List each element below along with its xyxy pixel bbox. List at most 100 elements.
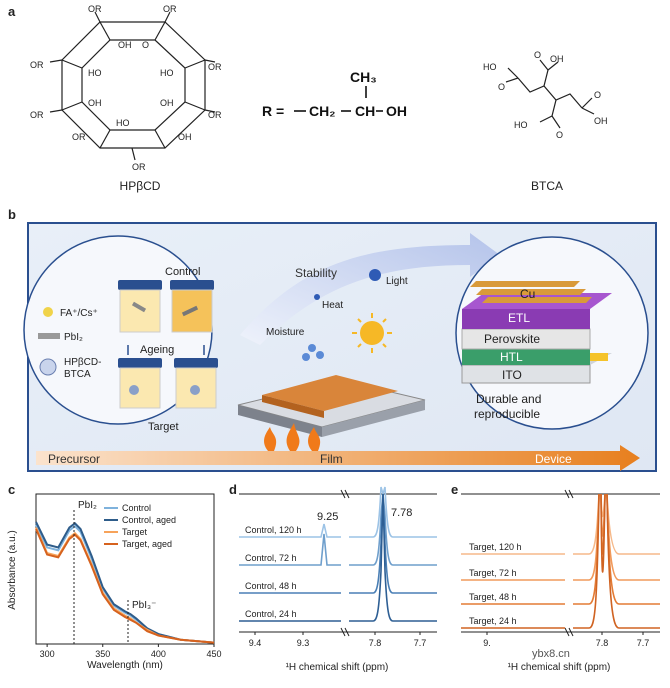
svg-text:OR: OR — [208, 110, 222, 120]
x-tick-label-c: 400 — [151, 649, 166, 659]
svg-text:OR: OR — [72, 132, 86, 142]
x-tick-label-c: 350 — [95, 649, 110, 659]
x-tick-label-e: 7.7 — [637, 638, 650, 648]
svg-text:OH: OH — [550, 54, 564, 64]
label-heat: Heat — [322, 300, 343, 311]
svg-text:O: O — [498, 82, 505, 92]
control-vials — [118, 280, 214, 333]
xlabel-d: ¹H chemical shift (ppm) — [286, 662, 389, 673]
pbi2-legend-swatch — [38, 333, 60, 339]
svg-text:CH₂: CH₂ — [309, 103, 335, 119]
series-label-e: Target, 48 h — [469, 592, 517, 602]
device-stack — [461, 281, 612, 384]
x-tick-label-e: 9. — [483, 638, 491, 648]
axis-break-d — [340, 489, 350, 637]
x-tick-label-c: 450 — [206, 649, 221, 659]
btca-atom-labels: HO O OH O O OH HO O — [483, 50, 608, 140]
x-tick-label-d: 7.7 — [414, 638, 427, 648]
x-ticks-e: 9. 7.8 7.7 — [483, 632, 649, 648]
plot-frame-c — [35, 493, 215, 645]
stability-arrow — [240, 233, 500, 345]
series-label-e: Target, 24 h — [469, 616, 517, 626]
chemical-structures: OR OR OH O OR HO HO OR OR OH OH OR HO O R… — [30, 4, 608, 193]
series-label-d: Control, 72 h — [245, 553, 297, 563]
legend-entry-c: Control, aged — [122, 515, 176, 525]
panel-e-label: e — [451, 482, 459, 497]
legend-ion: FA⁺/Cs⁺ — [60, 308, 98, 319]
series-line-e-right-3 — [573, 493, 660, 629]
label-durable-2: reproducible — [474, 407, 540, 421]
svg-text:CH₃: CH₃ — [350, 69, 377, 85]
panel-d-label: d — [229, 482, 237, 497]
xlabel-e: ¹H chemical shift (ppm) — [508, 662, 611, 673]
layer-cu: Cu — [520, 287, 535, 301]
series-label-d: Control, 24 h — [245, 609, 297, 619]
series-line-c-3 — [35, 528, 215, 644]
svg-text:R =: R = — [262, 103, 284, 119]
svg-text:HO: HO — [116, 118, 130, 128]
series-label-e: Target, 72 h — [469, 568, 517, 578]
stage-arrow — [36, 445, 640, 471]
svg-text:O: O — [534, 50, 541, 60]
svg-text:HO: HO — [88, 68, 102, 78]
legend-hp-line1: HPβCD- — [64, 357, 101, 368]
svg-text:OR: OR — [163, 4, 177, 14]
annotation-pbi2: PbI₂ — [78, 500, 97, 511]
r-group-definition: R = CH₂ CH OH CH₃ — [262, 69, 407, 119]
legend-entry-c: Control — [122, 503, 151, 513]
svg-text:OR: OR — [208, 62, 222, 72]
svg-text:OH: OH — [118, 40, 132, 50]
peak-label-778: 7.78 — [391, 507, 412, 519]
label-durable-1: Durable and — [476, 392, 541, 406]
panel-a: a OR OR OH O OR HO HO OR OR OH OH O — [0, 0, 670, 205]
series-line-e-right-2 — [573, 493, 660, 605]
absorbance-chart: 300 350 400 450 PbI₂ PbI₃⁻ ControlControl, … — [7, 493, 222, 671]
hpbcd-structure — [49, 11, 216, 161]
flame-icon — [264, 423, 321, 451]
series-label-d: Control, 120 h — [245, 525, 302, 535]
x-tick-label-e: 7.8 — [596, 638, 609, 648]
series-c — [35, 521, 215, 644]
series-line-d-right-3 — [349, 493, 437, 622]
legend-entry-c: Target, aged — [122, 539, 172, 549]
hpbcd-legend-icon — [39, 358, 57, 376]
label-moisture: Moisture — [266, 327, 305, 338]
series-line-e-right-0 — [573, 493, 660, 555]
target-vials — [118, 358, 218, 409]
svg-text:OR: OR — [30, 60, 44, 70]
svg-text:CH: CH — [355, 103, 375, 119]
water-droplet-icon — [302, 344, 324, 361]
svg-text:HO: HO — [483, 62, 497, 72]
ion-legend-dot — [43, 307, 53, 317]
svg-text:OH: OH — [178, 132, 192, 142]
panel-c-label: c — [8, 482, 16, 497]
svg-text:HO: HO — [514, 120, 528, 130]
watermark: ybx8.cn — [532, 648, 570, 660]
ylabel-c: Absorbance (a.u.) — [7, 530, 18, 610]
svg-text:OH: OH — [386, 103, 407, 119]
sun-icon — [352, 313, 392, 353]
heat-dot — [314, 294, 320, 300]
label-light: Light — [386, 276, 408, 287]
layer-ito: ITO — [502, 368, 522, 382]
peak-label-925: 9.25 — [317, 511, 338, 523]
label-target: Target — [148, 421, 179, 433]
x-tick-label-d: 7.8 — [369, 638, 382, 648]
legend-hp-line2: BTCA — [64, 369, 91, 380]
legend-entry-c: Target — [122, 527, 148, 537]
svg-text:OR: OR — [132, 162, 146, 172]
x-tick-label-c: 300 — [40, 649, 55, 659]
xlabel-c: Wavelength (nm) — [87, 660, 163, 671]
stage-device: Device — [535, 452, 572, 466]
x-tick-label-d: 9.3 — [297, 638, 310, 648]
x-ticks-c: 300 350 400 450 — [40, 644, 222, 659]
annotation-pbi3: PbI₃⁻ — [132, 600, 156, 611]
